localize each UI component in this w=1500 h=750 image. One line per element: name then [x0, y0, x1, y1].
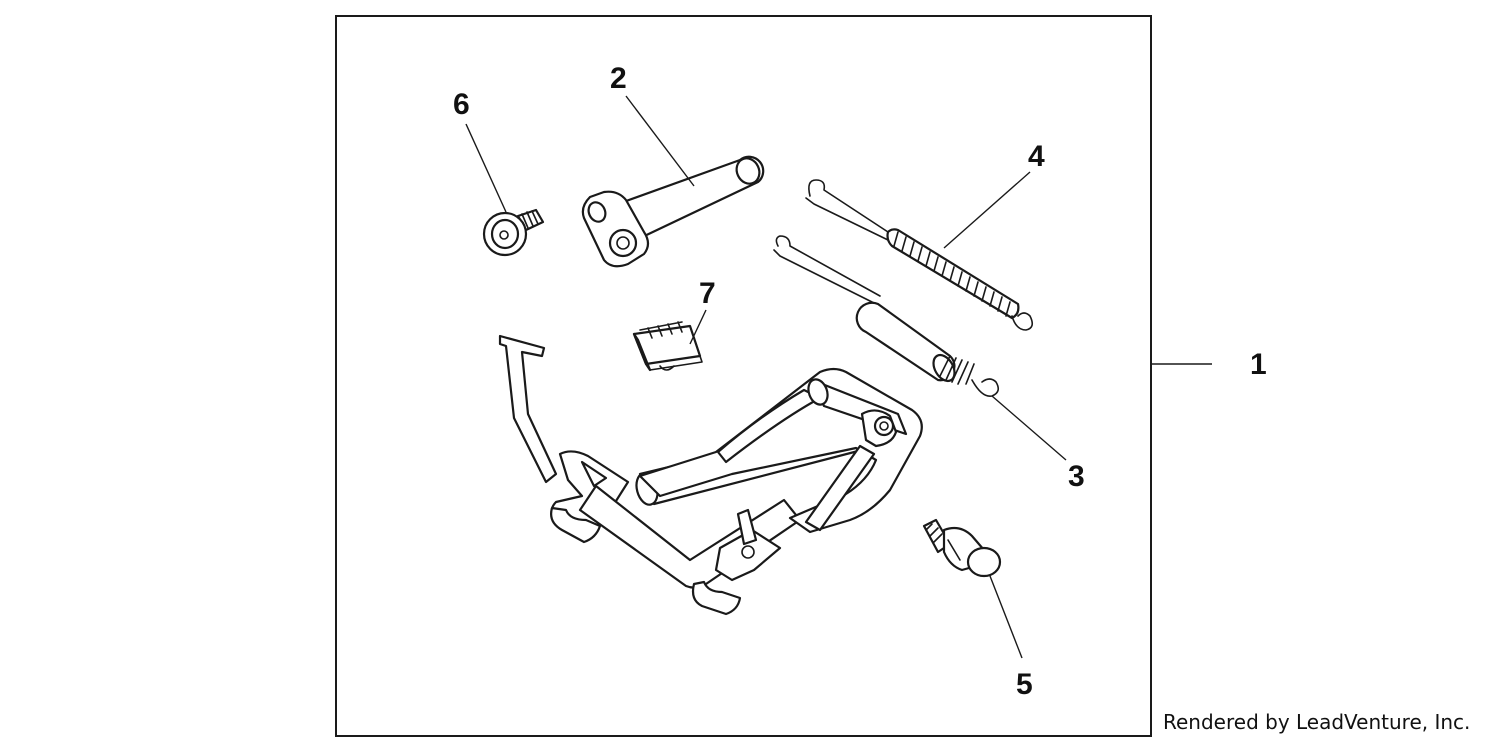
- main-stand[interactable]: [498, 334, 923, 616]
- callout-4: 4: [1028, 140, 1045, 173]
- kit-frame: [335, 15, 1152, 737]
- part-3-short-spring[interactable]: [773, 235, 1000, 397]
- callout-2: 2: [610, 62, 627, 95]
- callout-1: 1: [1250, 348, 1267, 381]
- leader-line-5: [989, 575, 1023, 659]
- part-4-long-spring[interactable]: [805, 179, 1034, 331]
- leader-line-7: [689, 309, 707, 345]
- callout-7: 7: [699, 277, 716, 310]
- leader-line-6: [465, 123, 507, 213]
- callout-5: 5: [1016, 668, 1033, 701]
- leader-line-2: [625, 95, 695, 187]
- part-6-bolt[interactable]: [482, 208, 545, 257]
- part-2-pivot-shaft[interactable]: [581, 155, 765, 268]
- callout-3: 3: [1068, 460, 1085, 493]
- leader-line-4: [943, 171, 1031, 249]
- part-7-rubber-stop[interactable]: [632, 321, 703, 372]
- callout-6: 6: [453, 88, 470, 121]
- part-5-stopper-bolt[interactable]: [922, 518, 1002, 578]
- leader-line-3: [991, 395, 1067, 461]
- render-credit: Rendered by LeadVenture, Inc.: [1163, 710, 1471, 734]
